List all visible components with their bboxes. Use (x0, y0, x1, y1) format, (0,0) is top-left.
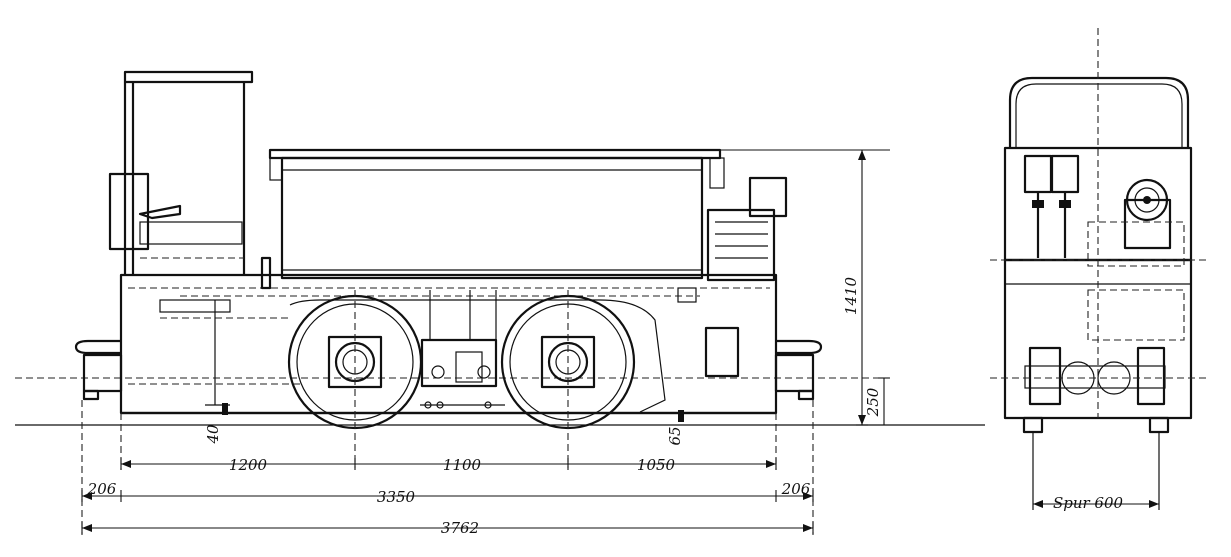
dim-1200: 1200 (229, 456, 268, 474)
dimension-lines (81, 149, 890, 534)
buffer-left (74, 339, 123, 401)
roll-bar (1008, 76, 1190, 148)
dimension-arrows (82, 150, 866, 532)
buffer-right (774, 339, 823, 401)
front-fan-housing (1123, 198, 1172, 250)
cab-side-box (108, 172, 150, 251)
dim-65: 65 (666, 426, 684, 445)
dimension-labels: 1200 1100 1050 206 206 3350 3762 1410 25… (87, 276, 882, 537)
cab (108, 70, 254, 275)
control-lever (138, 204, 182, 220)
front-box (704, 326, 740, 378)
hood-body (280, 156, 704, 280)
dim-250: 250 (864, 387, 882, 417)
main-frame (119, 273, 778, 415)
gauge-label: Spur 600 (1053, 494, 1124, 512)
dim-206-left: 206 (87, 480, 117, 498)
radiator-box (706, 208, 776, 282)
front-elevation: Spur 600 (990, 28, 1210, 512)
radiator-cap-box (748, 176, 788, 218)
dim-3350: 3350 (377, 488, 416, 506)
dim-1050: 1050 (637, 456, 676, 474)
wheel-guard (289, 299, 666, 413)
dim-1410: 1410 (842, 276, 860, 315)
side-elevation (15, 70, 985, 535)
dim-40: 40 (204, 424, 222, 445)
driver-seat (139, 221, 243, 245)
engine-hood (268, 148, 725, 280)
radiator (677, 176, 788, 378)
cab-roof (123, 70, 254, 84)
dim-3762: 3762 (441, 519, 479, 537)
exhaust-pipe (260, 256, 272, 290)
hood-top-plate (268, 148, 722, 160)
gearbox (420, 290, 505, 409)
dim-1100: 1100 (443, 456, 482, 474)
